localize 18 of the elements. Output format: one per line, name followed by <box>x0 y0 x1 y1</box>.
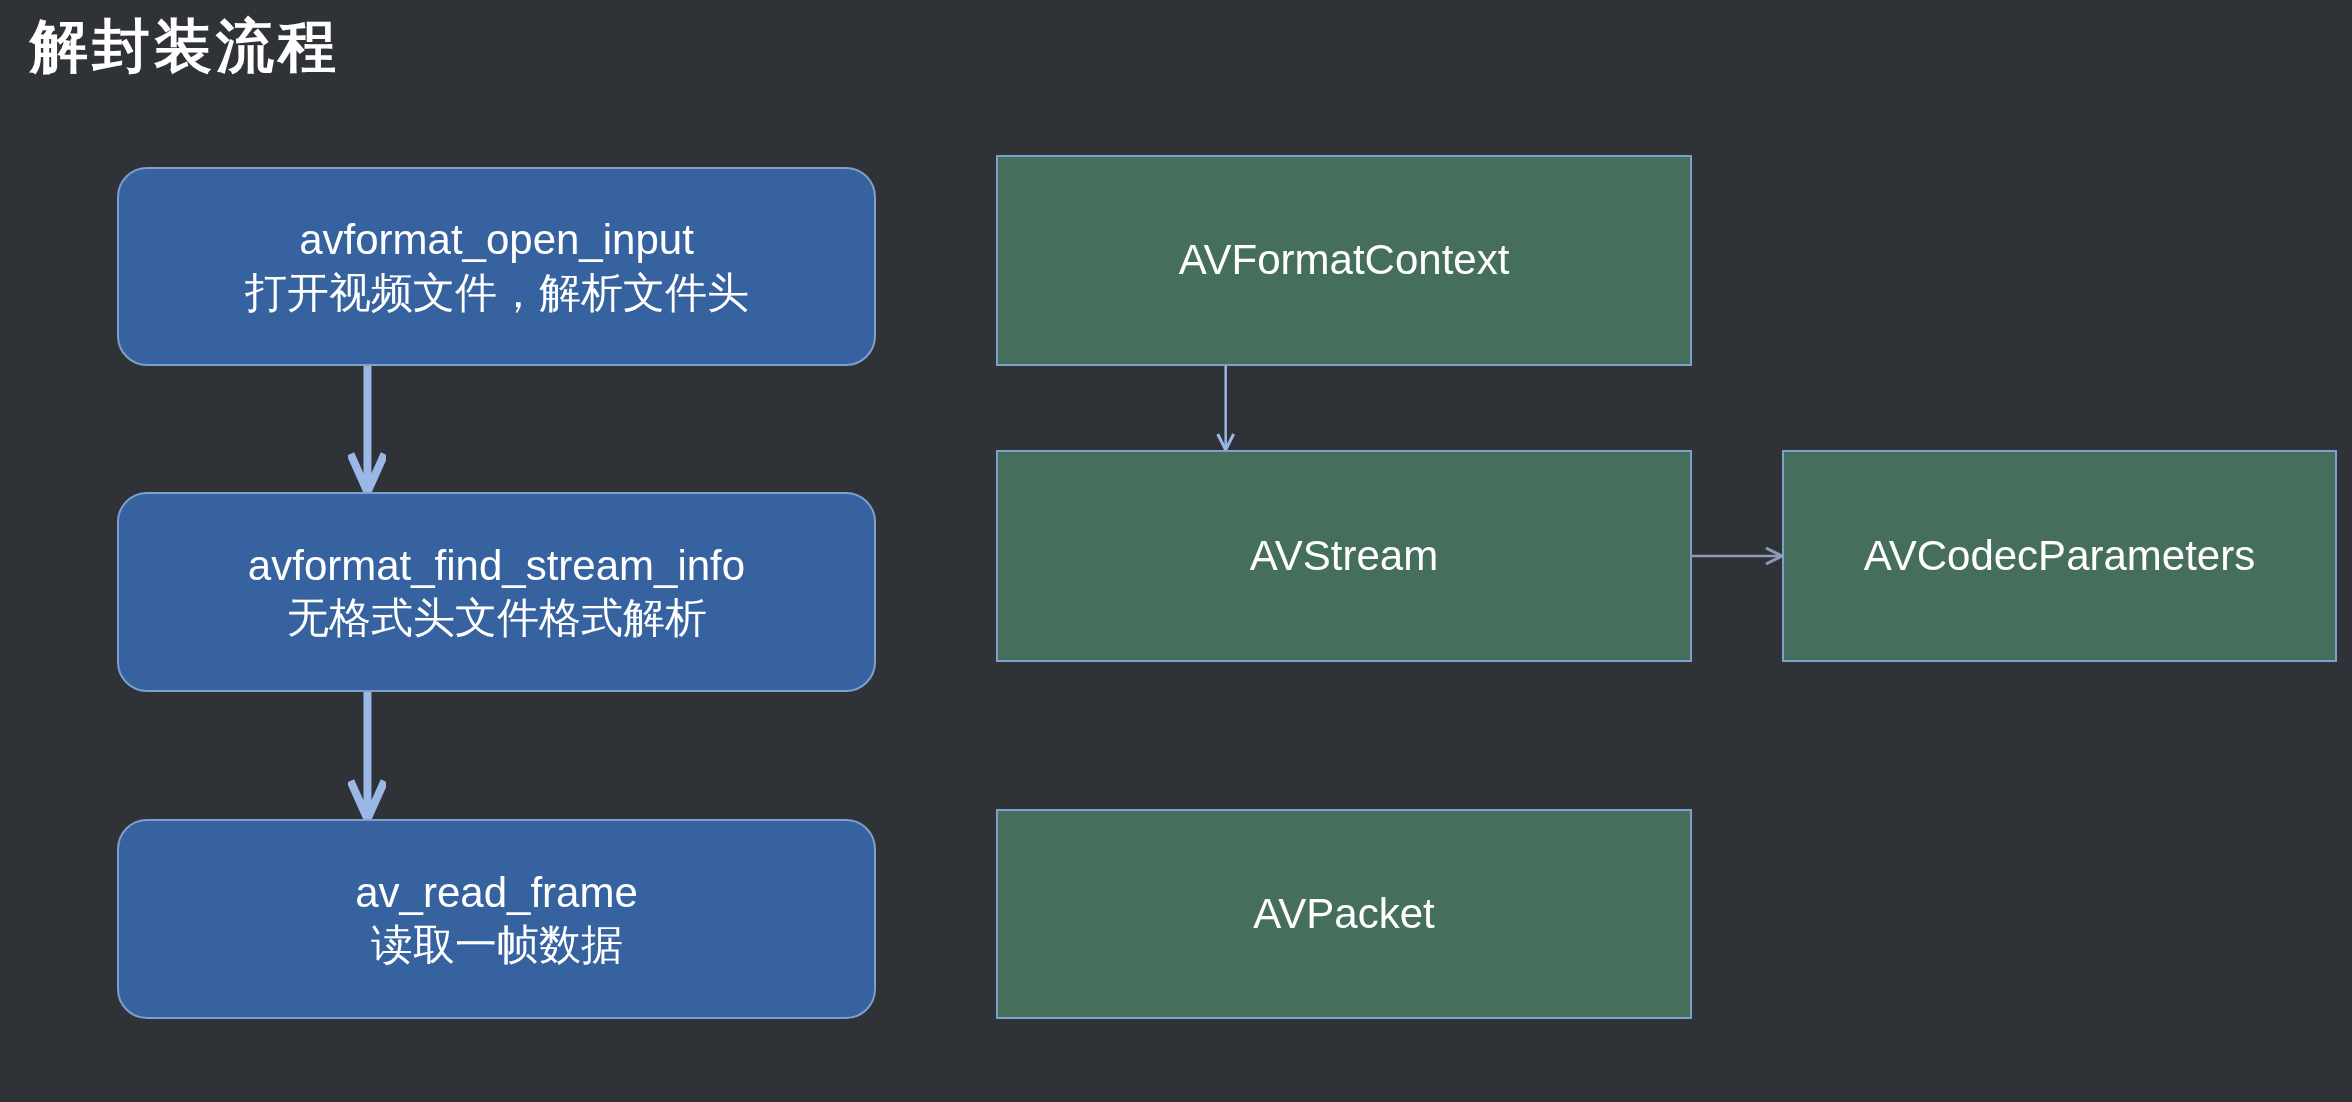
node-label: avformat_open_input <box>299 215 694 265</box>
node-label: avformat_find_stream_info <box>247 540 746 591</box>
process-box <box>117 819 876 1019</box>
node-label: AVCodecParameters <box>1863 530 2256 581</box>
process-box <box>117 492 876 692</box>
struct-box <box>996 809 1692 1019</box>
process-box <box>117 167 876 366</box>
struct-box <box>996 450 1692 662</box>
node-label: av_read_frame <box>355 867 638 918</box>
node-label: AVPacket <box>1253 888 1435 939</box>
node-label: AVFormatContext <box>1178 235 1510 286</box>
struct-box <box>1782 450 2337 662</box>
node-label: AVStream <box>1249 530 1439 581</box>
node-label: 读取一帧数据 <box>370 920 623 970</box>
slide-title: 解封装流程 <box>30 12 340 80</box>
node-label: 无格式头文件格式解析 <box>286 593 707 643</box>
node-label: 打开视频文件，解析文件头 <box>244 267 749 318</box>
struct-box <box>996 155 1692 366</box>
